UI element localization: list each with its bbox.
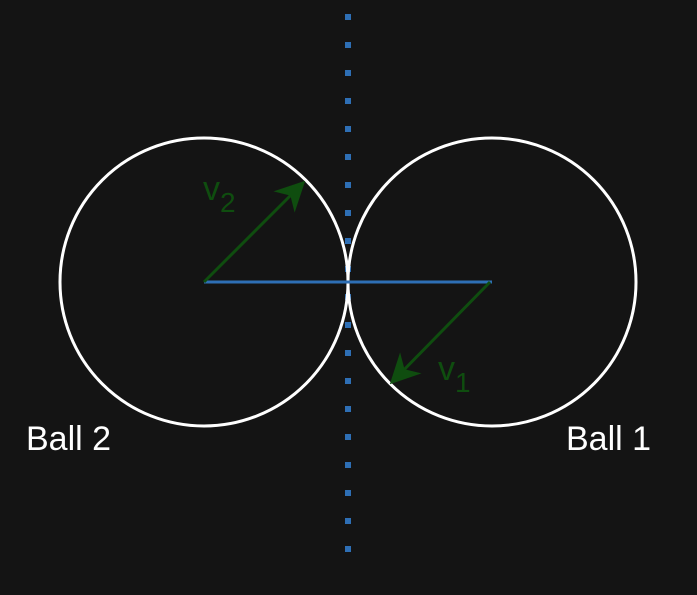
velocity-v2-letter: v [203,170,220,208]
velocity-label-v1: v1 [438,350,471,398]
velocity-vector-v2 [202,180,306,284]
velocity-label-v2: v2 [203,170,236,218]
ball-1-label: Ball 1 [566,420,651,458]
ball-2-label: Ball 2 [26,420,111,458]
velocity-v1-letter: v [438,350,455,388]
velocity-v1-subscript: 1 [455,367,471,398]
velocity-v2-subscript: 2 [220,187,236,218]
velocity-vector-v1 [389,280,492,385]
